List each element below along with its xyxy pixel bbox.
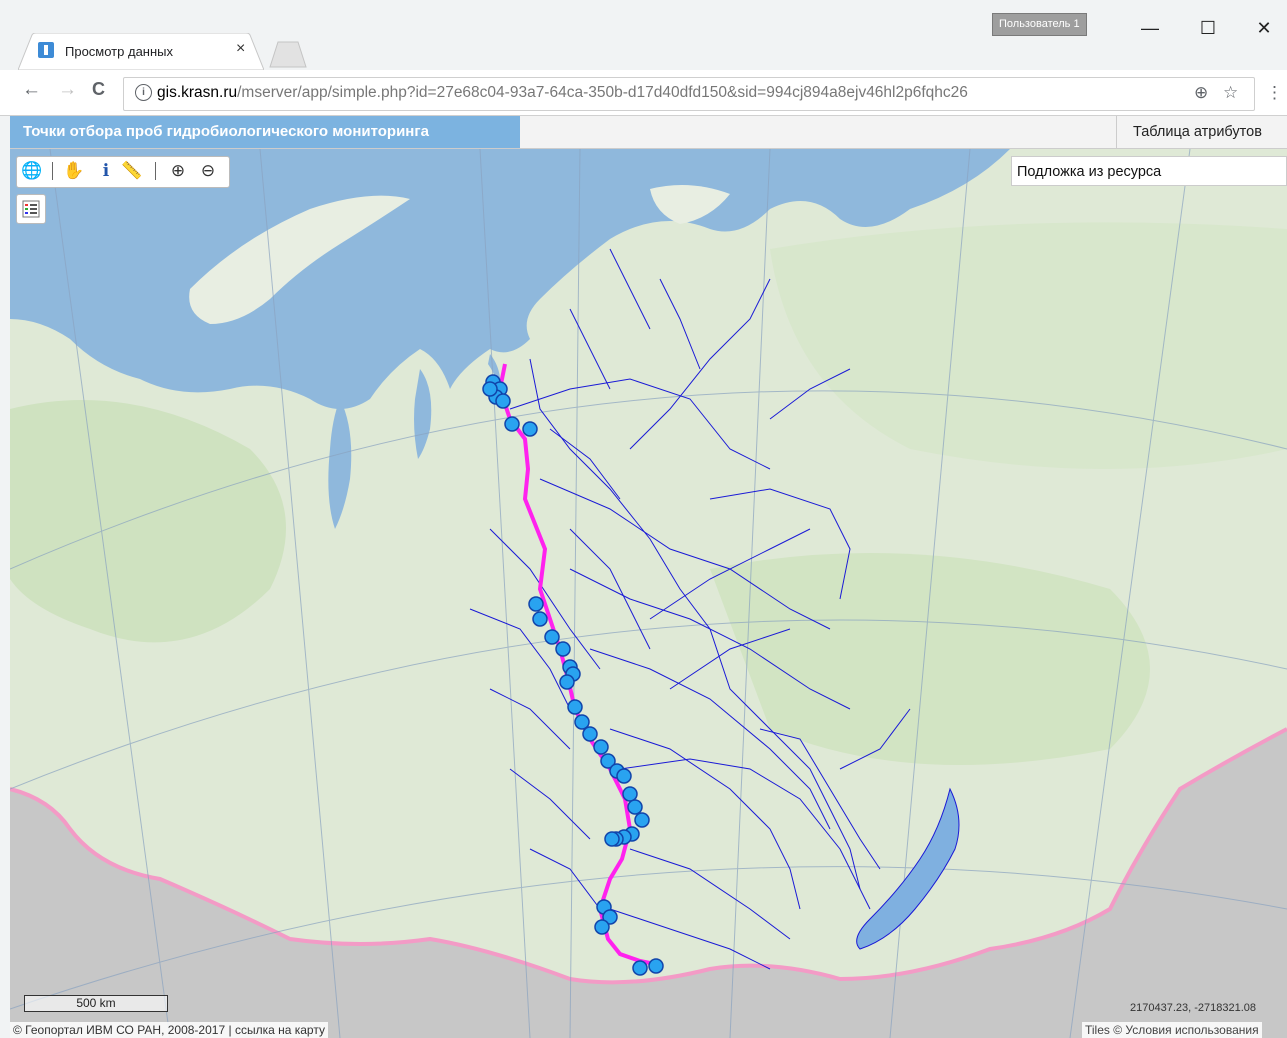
ruler-icon[interactable]: 📏 <box>121 161 143 180</box>
forest-area <box>770 222 1287 469</box>
sampling-point[interactable] <box>482 381 498 397</box>
island <box>650 185 730 224</box>
sampling-point[interactable] <box>632 960 648 976</box>
sampling-point[interactable] <box>528 596 544 612</box>
novaya-zemlya-island <box>189 195 410 324</box>
graticule <box>10 149 1287 1038</box>
browser-menu-icon[interactable]: ⋮ <box>1266 83 1283 102</box>
bookmark-star-icon[interactable]: ☆ <box>1223 83 1239 102</box>
info-icon[interactable]: ℹ <box>102 161 110 180</box>
map-view[interactable] <box>10 149 1287 1038</box>
legend-button[interactable] <box>16 194 46 224</box>
sampling-point[interactable] <box>616 768 632 784</box>
sampling-point[interactable] <box>604 831 620 847</box>
sampling-point[interactable] <box>602 909 618 925</box>
lake-baikal <box>856 787 960 950</box>
page-favicon-icon <box>38 42 54 58</box>
map-canvas[interactable] <box>10 149 1287 1038</box>
gulf <box>414 369 432 459</box>
cursor-coordinates: 2170437.23, -2718321.08 <box>1130 1002 1257 1014</box>
map-toolbar <box>16 156 230 188</box>
zoom-out-icon[interactable]: ⊖ <box>200 161 216 180</box>
copyright-bar: © Геопортал ИВМ СО РАН, 2008-2017 | ссыл… <box>10 1022 328 1038</box>
globe-icon[interactable]: 🌐 <box>21 161 43 180</box>
app-title: Точки отбора проб гидробиологического мо… <box>10 116 520 148</box>
state-border <box>10 727 1287 985</box>
user-badge[interactable]: Пользователь 1 <box>992 13 1087 36</box>
reload-icon[interactable]: C <box>92 79 105 99</box>
tiles-attribution[interactable]: Tiles © Условия использования <box>1082 1022 1262 1038</box>
sampling-point[interactable] <box>544 629 560 645</box>
new-tab-button[interactable] <box>268 40 308 68</box>
forest-area <box>10 400 286 643</box>
map-link[interactable]: ссылка на карту <box>234 1023 325 1037</box>
back-icon[interactable]: ← <box>22 79 41 100</box>
maximize-icon[interactable]: ☐ <box>1199 18 1217 38</box>
url-path: /mserver/app/simple.php?id=27e68c04-93a7… <box>237 84 968 101</box>
sampling-point[interactable] <box>555 641 571 657</box>
gulf-of-ob <box>328 399 352 529</box>
toolbar-separator <box>52 162 53 180</box>
sampling-point[interactable] <box>622 786 638 802</box>
sampling-points <box>482 374 664 976</box>
browser-tab[interactable] <box>18 33 264 70</box>
sampling-point[interactable] <box>522 421 538 437</box>
sampling-point[interactable] <box>648 958 664 974</box>
zoom-in-icon[interactable]: ⊕ <box>170 161 186 180</box>
sampling-point[interactable] <box>582 726 598 742</box>
toolbar-separator <box>155 162 156 180</box>
sampling-point[interactable] <box>559 674 575 690</box>
river-network <box>469 248 911 970</box>
sampling-point[interactable] <box>532 611 548 627</box>
foreign-territory <box>10 729 1287 1038</box>
sampling-point[interactable] <box>593 739 609 755</box>
browser-titlebar: Просмотр данных × Пользователь 1 — ☐ ✕ <box>0 0 1287 70</box>
tab-shape <box>18 33 264 70</box>
tab-title: Просмотр данных <box>65 44 173 59</box>
sampling-point[interactable] <box>495 393 511 409</box>
url-field[interactable] <box>123 77 1255 111</box>
minimize-icon[interactable]: — <box>1141 18 1159 38</box>
sampling-point[interactable] <box>594 919 610 935</box>
attributes-table-button[interactable]: Таблица атрибутов <box>1116 116 1287 148</box>
scale-bar: 500 km <box>24 995 168 1012</box>
copyright-text: © Геопортал ИВМ СО РАН, 2008-2017 <box>13 1023 226 1037</box>
url-host: gis.krasn.ru <box>157 84 238 101</box>
arctic-ocean <box>10 149 1010 409</box>
zoom-icon[interactable]: ⊕ <box>1194 83 1209 102</box>
close-window-icon[interactable]: ✕ <box>1256 18 1272 38</box>
sampling-point[interactable] <box>627 799 643 815</box>
forest-area <box>710 553 1150 765</box>
url-text[interactable]: gis.krasn.ru/mserver/app/simple.php?id=2… <box>157 84 968 102</box>
hand-icon[interactable]: ✋ <box>63 161 85 180</box>
legend-icon <box>22 200 40 218</box>
tab-close-icon[interactable]: × <box>236 40 246 57</box>
sampling-point[interactable] <box>600 753 616 769</box>
sampling-point[interactable] <box>504 416 520 432</box>
sampling-point[interactable] <box>634 812 650 828</box>
sampling-point[interactable] <box>574 714 590 730</box>
site-info-icon[interactable]: i <box>135 84 152 101</box>
sampling-point[interactable] <box>567 699 583 715</box>
basemap-select[interactable]: Подложка из ресурса <box>1011 156 1287 186</box>
forward-icon[interactable]: → <box>58 79 77 100</box>
separator: | <box>228 1023 232 1037</box>
